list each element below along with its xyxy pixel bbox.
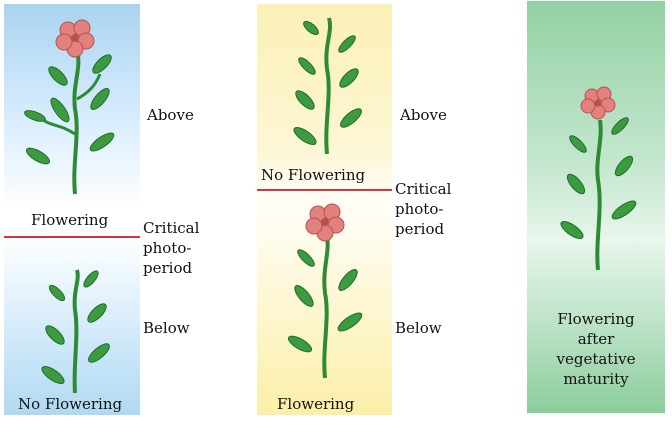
- day-neutral-caption-line-4: maturity: [563, 370, 629, 388]
- leaf-icon: [293, 20, 362, 146]
- photo-label: photo-: [143, 239, 192, 257]
- day-neutral-plant-panel: [527, 1, 665, 413]
- long-day-plant-panel: [4, 4, 140, 415]
- above-label: Above: [147, 106, 194, 124]
- no-flowering-label: No Flowering: [18, 395, 123, 413]
- leaf-icon: [24, 54, 115, 165]
- flowering-plant-icon: [24, 19, 115, 195]
- non-flowering-plant-icon: [293, 17, 362, 155]
- period-label: period: [395, 220, 445, 238]
- critical-label: Critical: [395, 180, 452, 198]
- flower-icon: [55, 19, 95, 58]
- leaf-icon: [41, 270, 110, 385]
- non-flowering-plant-icon: [41, 269, 110, 394]
- stem-icon: [72, 269, 80, 394]
- day-neutral-caption-line-2: after: [577, 330, 615, 348]
- below-label: Below: [143, 319, 190, 337]
- critical-photoperiod-line-left: [4, 236, 140, 238]
- above-label: Above: [400, 106, 447, 124]
- day-neutral-caption-line-1: Flowering: [557, 310, 635, 328]
- leaf-icon: [560, 117, 637, 240]
- flower-icon: [580, 86, 616, 120]
- below-label: Below: [395, 319, 442, 337]
- flowering-label: Flowering: [277, 395, 355, 413]
- stem-icon: [595, 119, 603, 271]
- critical-label: Critical: [143, 219, 200, 237]
- leaf-icon: [287, 249, 363, 353]
- flowering-label: Flowering: [31, 211, 109, 229]
- stem-icon: [322, 235, 330, 379]
- no-flowering-label: No Flowering: [261, 166, 366, 184]
- flower-icon: [305, 203, 345, 242]
- day-neutral-caption-line-3: vegetative: [556, 350, 636, 368]
- photo-label: photo-: [395, 200, 444, 218]
- stem-icon: [324, 17, 332, 155]
- flowering-plant-icon: [560, 86, 637, 271]
- period-label: period: [143, 259, 193, 277]
- critical-photoperiod-line-middle: [257, 189, 392, 191]
- flowering-plant-icon: [287, 203, 363, 379]
